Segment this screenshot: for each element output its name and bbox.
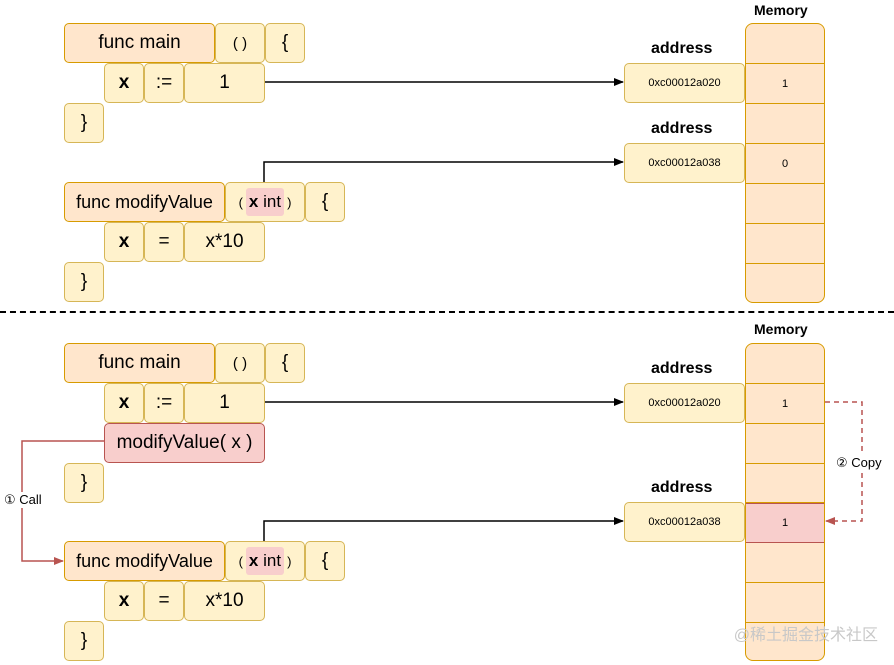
assign-value: 1 xyxy=(184,383,265,423)
body-expression: x*10 xyxy=(184,581,265,621)
memory-cell xyxy=(746,543,824,583)
memory-cell xyxy=(746,224,824,264)
address-box: 0xc00012a038 xyxy=(624,143,745,183)
watermark: @稀土掘金技术社区 xyxy=(733,627,878,644)
assign-value: 1 xyxy=(184,63,265,103)
arrow-param-to-address-2-bottom xyxy=(263,517,624,541)
func-modify-param: (x int) xyxy=(225,541,305,581)
func-modify-keyword: func modifyValue xyxy=(64,541,225,581)
address-label: address xyxy=(651,360,713,377)
memory-cell xyxy=(746,344,824,384)
call-note: ① Call xyxy=(2,492,44,508)
func-modify-keyword: func modifyValue xyxy=(64,182,225,222)
memory-cell xyxy=(746,583,824,623)
func-modify-param: (x int) xyxy=(225,182,305,222)
address-label: address xyxy=(651,120,713,137)
memory-cell xyxy=(746,104,824,144)
address-label: address xyxy=(651,40,713,57)
arrow-param-to-address-2-top xyxy=(263,158,624,182)
memory-cell xyxy=(746,424,824,464)
func-modify-close-brace: } xyxy=(64,262,104,302)
body-expression: x*10 xyxy=(184,222,265,262)
memory-cell: 1 xyxy=(746,64,824,104)
body-operator: = xyxy=(144,581,184,621)
address-box: 0xc00012a020 xyxy=(624,383,745,423)
func-main-close-brace: } xyxy=(64,103,104,143)
copy-note: ② Copy xyxy=(834,455,884,471)
func-main-keyword: func main xyxy=(64,343,215,383)
address-label: address xyxy=(651,479,713,496)
func-main-open-brace: { xyxy=(265,23,305,63)
memory-label: Memory xyxy=(754,321,808,337)
body-var: x xyxy=(104,222,144,262)
func-modify-close-brace: } xyxy=(64,621,104,661)
assign-operator: := xyxy=(144,63,184,103)
address-box: 0xc00012a020 xyxy=(624,63,745,103)
func-main-parens: ( ) xyxy=(215,23,265,63)
body-operator: = xyxy=(144,222,184,262)
func-main-open-brace: { xyxy=(265,343,305,383)
assign-var: x xyxy=(104,63,144,103)
assign-var: x xyxy=(104,383,144,423)
address-box: 0xc00012a038 xyxy=(624,502,745,542)
assign-operator: := xyxy=(144,383,184,423)
body-var: x xyxy=(104,581,144,621)
memory-cell: 1 xyxy=(746,384,824,424)
func-main-close-brace: } xyxy=(64,463,104,503)
memory-cell xyxy=(746,464,824,503)
memory-cell xyxy=(746,264,824,302)
memory-cell: 0 xyxy=(746,144,824,184)
func-main-keyword: func main xyxy=(64,23,215,63)
memory-cell-copied: 1 xyxy=(746,503,824,543)
memory-cell xyxy=(746,184,824,224)
modify-call: modifyValue( x ) xyxy=(104,423,265,463)
memory-column: 1 1 xyxy=(745,343,825,661)
section-divider xyxy=(0,311,894,313)
memory-cell xyxy=(746,24,824,64)
memory-label: Memory xyxy=(754,2,808,18)
func-modify-open-brace: { xyxy=(305,541,345,581)
copy-arrow xyxy=(825,401,863,525)
memory-column: 1 0 xyxy=(745,23,825,303)
func-modify-open-brace: { xyxy=(305,182,345,222)
func-main-parens: ( ) xyxy=(215,343,265,383)
